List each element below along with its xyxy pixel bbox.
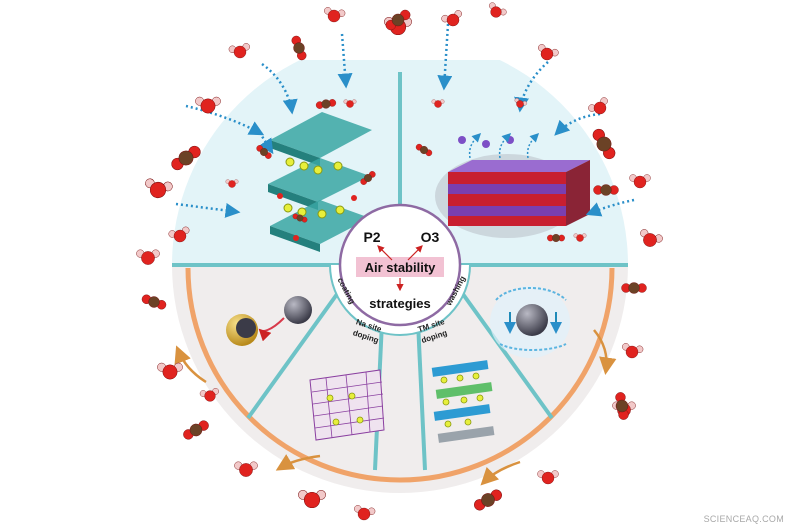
divider-right-inner (416, 321, 427, 471)
co2-molecule (547, 234, 565, 242)
coating-illustration (226, 296, 312, 346)
o3-layered-structure-illustration (435, 132, 590, 238)
tm-site-doping-illustration (431, 360, 495, 443)
co2-molecule (292, 213, 308, 223)
water-molecule (640, 229, 663, 247)
water-molecule (168, 226, 190, 243)
co2-molecule (360, 171, 376, 185)
o3-arrow (407, 245, 423, 261)
o3-label: O3 (421, 229, 440, 245)
co2-molecule (171, 145, 201, 171)
co2-molecule (621, 282, 647, 294)
water-molecule (489, 2, 507, 18)
co2-molecule (593, 184, 619, 196)
water-molecule (195, 96, 221, 114)
co2-molecule (592, 128, 616, 160)
watermark: SCIENCEAQ.COM (703, 514, 784, 524)
p2-arrow (377, 245, 393, 261)
co2-molecule (315, 99, 337, 109)
molecule-attack-arrows (175, 23, 635, 218)
co2-molecule (183, 420, 209, 440)
center-badge: P2 O3 Air stability strategies (338, 203, 462, 327)
water-molecule (343, 99, 357, 108)
rotation-arrows (174, 329, 617, 486)
center-subtitle: strategies (369, 296, 430, 311)
water-molecule (622, 343, 644, 359)
water-molecule (441, 10, 462, 27)
p2-layered-structure-illustration (268, 112, 372, 252)
water-molecule (354, 505, 376, 521)
na-site-doping-illustration (309, 369, 385, 441)
co2-molecule (291, 35, 307, 61)
water-molecule (538, 44, 559, 61)
water-molecule (537, 470, 559, 485)
water-molecule (431, 99, 445, 108)
water-molecule (573, 233, 587, 242)
water-molecule (234, 461, 258, 477)
water-molecule (588, 97, 608, 115)
co2-molecule (615, 392, 629, 420)
water-molecule (225, 179, 239, 188)
water-molecule (228, 43, 250, 59)
lower-rim-arc (185, 267, 615, 483)
water-molecule (514, 98, 527, 108)
co2-molecule (141, 294, 167, 310)
co2-molecule (385, 9, 411, 31)
air-molecules (136, 2, 663, 521)
water-molecule (298, 489, 326, 509)
water-molecule (157, 362, 183, 380)
washing-illustration (490, 286, 570, 358)
divider-left-outer (246, 288, 342, 420)
water-molecule (629, 174, 651, 189)
co2-molecule (474, 489, 502, 511)
water-molecule (145, 178, 173, 199)
co2-molecule (256, 145, 272, 159)
p2-label: P2 (363, 229, 380, 245)
title-highlight (356, 257, 444, 277)
center-title: Air stability (365, 260, 437, 275)
water-molecule (136, 249, 160, 265)
co2-molecule (415, 143, 433, 157)
water-molecule (324, 7, 346, 23)
divider-right-outer (458, 288, 554, 420)
water-molecule (199, 388, 219, 402)
